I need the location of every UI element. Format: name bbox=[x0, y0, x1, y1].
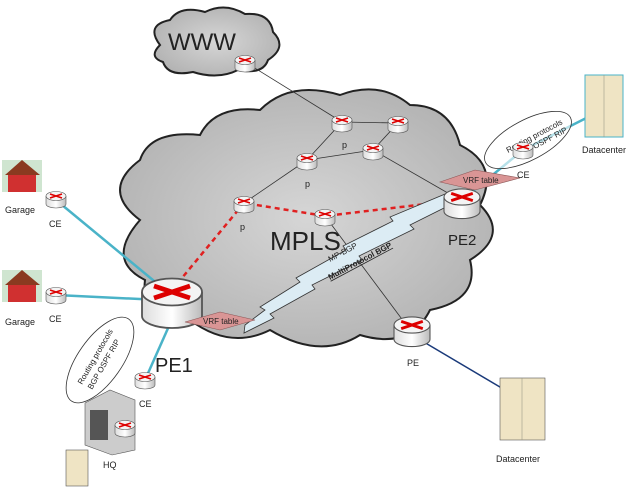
p-router-icon[interactable] bbox=[233, 195, 255, 214]
p-label: p bbox=[305, 179, 310, 189]
p-router-icon[interactable] bbox=[296, 152, 318, 171]
vrf-table-pe2 bbox=[438, 169, 521, 191]
vrf-table-label: VRF table bbox=[463, 176, 499, 185]
datacenter-server-icon bbox=[584, 74, 624, 138]
mpls-cloud bbox=[119, 88, 494, 348]
pe-label: PE bbox=[407, 358, 419, 368]
datacenter-label: Datacenter bbox=[582, 145, 626, 155]
ce-router-icon[interactable] bbox=[134, 371, 156, 390]
datacenter-server-icon bbox=[499, 377, 546, 441]
garage-label: Garage bbox=[5, 317, 35, 327]
www-router-icon[interactable] bbox=[234, 54, 256, 73]
p-router-icon[interactable] bbox=[387, 115, 409, 134]
p-router-icon[interactable] bbox=[314, 208, 336, 227]
hq-label: HQ bbox=[103, 460, 117, 470]
pe2-label: PE2 bbox=[448, 232, 476, 249]
hq-server-icon bbox=[65, 449, 89, 487]
lsp-dashed-path bbox=[171, 198, 461, 291]
www-label: WWW bbox=[168, 29, 236, 56]
p-router-icon[interactable] bbox=[362, 142, 384, 161]
garage-icon bbox=[2, 160, 42, 192]
ce-router-icon[interactable] bbox=[45, 286, 67, 305]
routing-protocols-ellipse-left bbox=[65, 316, 135, 404]
ce-router-icon[interactable] bbox=[512, 141, 534, 160]
garage-icon bbox=[2, 270, 42, 302]
p-label: p bbox=[342, 140, 347, 150]
ce-label: CE bbox=[49, 219, 62, 229]
datacenter-label: Datacenter bbox=[496, 454, 540, 464]
vrf-table-label: VRF table bbox=[203, 317, 239, 326]
hq-building-icon bbox=[84, 389, 136, 456]
pe1-label: PE1 bbox=[155, 355, 193, 377]
pe2-router-icon[interactable] bbox=[442, 187, 482, 221]
pe-datacenter-link bbox=[411, 334, 506, 391]
core-links bbox=[243, 61, 461, 331]
mpls-label: MPLS bbox=[270, 226, 341, 256]
ce-router-icon[interactable] bbox=[45, 190, 67, 209]
pe-router-icon[interactable] bbox=[392, 315, 432, 349]
ce-label: CE bbox=[517, 170, 530, 180]
vrf-table-pe1 bbox=[184, 311, 256, 331]
garage-label: Garage bbox=[5, 205, 35, 215]
ce-label: CE bbox=[49, 314, 62, 324]
ce-label: CE bbox=[139, 399, 152, 409]
routing-protocols-ellipse-right bbox=[484, 110, 572, 170]
p-label: p bbox=[240, 222, 245, 232]
p-router-icon[interactable] bbox=[331, 114, 353, 133]
hq-router-icon[interactable] bbox=[114, 419, 136, 438]
